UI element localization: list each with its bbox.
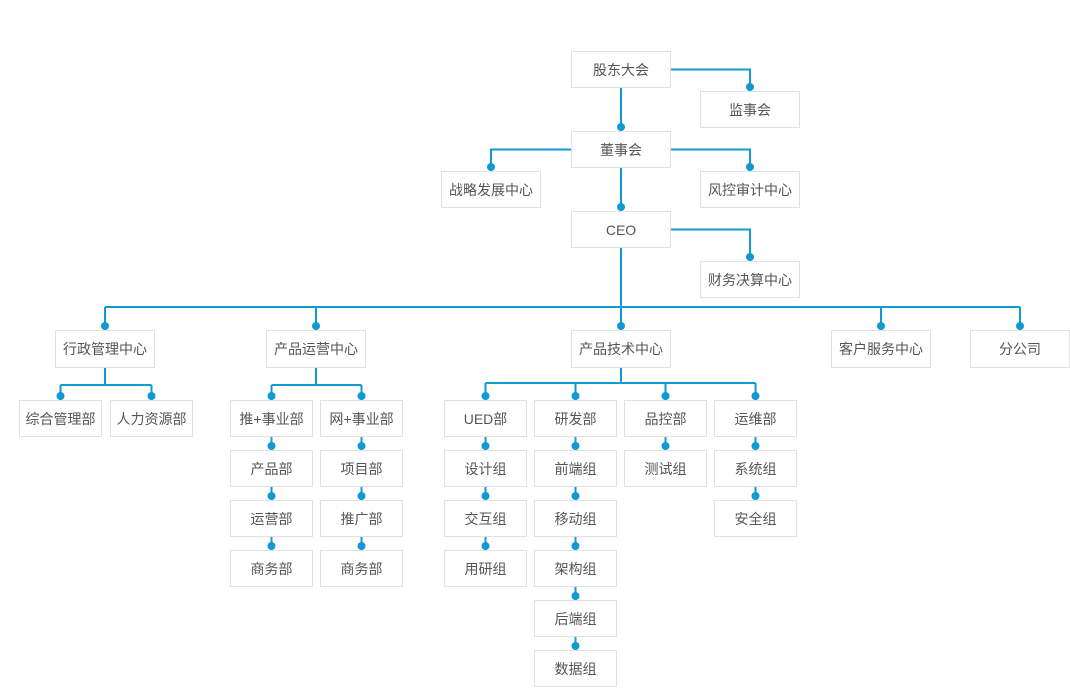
- connector-dot-xingzheng: [101, 322, 109, 330]
- org-node-ued[interactable]: UED部: [444, 400, 527, 437]
- connector-dot-yunwei: [751, 392, 760, 400]
- connector-dot-qianduanzu: [571, 442, 580, 450]
- org-node-jianshihui[interactable]: 监事会: [700, 91, 800, 128]
- connector-dot-xiangmubu: [357, 442, 366, 450]
- org-node-dongshihui[interactable]: 董事会: [571, 131, 671, 168]
- connector-dot-chanpinyunying: [312, 322, 320, 330]
- org-node-chanpinjishu[interactable]: 产品技术中心: [571, 330, 671, 368]
- org-node-shujuzu[interactable]: 数据组: [534, 650, 617, 687]
- org-node-gudong[interactable]: 股东大会: [571, 51, 671, 88]
- connector-dot-yidongzu: [571, 492, 580, 500]
- org-node-anquanzu[interactable]: 安全组: [714, 500, 797, 537]
- org-node-chanpinbu[interactable]: 产品部: [230, 450, 313, 487]
- connector-dot-shejizu: [481, 442, 490, 450]
- connector-dongshihui-zhanlve: [490, 148, 571, 171]
- org-node-yongyanzu[interactable]: 用研组: [444, 550, 527, 587]
- connector-dot-jiagouzu: [571, 542, 580, 550]
- connector-dot-shangwubu2: [357, 542, 366, 550]
- connector-dot-kehufuwu: [877, 322, 885, 330]
- org-node-kehufuwu[interactable]: 客户服务中心: [831, 330, 931, 368]
- org-node-renli[interactable]: 人力资源部: [110, 400, 193, 437]
- connector-dot-tuiguangbu: [357, 492, 366, 500]
- org-node-qianduanzu[interactable]: 前端组: [534, 450, 617, 487]
- connector-dot-shangwubu1: [267, 542, 276, 550]
- connector-dot-zhanlve: [487, 163, 495, 171]
- org-node-yanfa[interactable]: 研发部: [534, 400, 617, 437]
- org-node-caiwu[interactable]: 财务决算中心: [700, 261, 800, 298]
- org-node-shejizu[interactable]: 设计组: [444, 450, 527, 487]
- connector-dot-ued: [481, 392, 490, 400]
- connector-dot-shujuzu: [571, 642, 580, 650]
- connector-dot-ceo: [617, 203, 625, 211]
- org-node-yunwei[interactable]: 运维部: [714, 400, 797, 437]
- org-node-pinkong[interactable]: 品控部: [624, 400, 707, 437]
- org-node-xitongzu[interactable]: 系统组: [714, 450, 797, 487]
- connector-dot-yongyanzu: [481, 542, 490, 550]
- connector-dot-houduanzu: [571, 592, 580, 600]
- connector-dot-pinkong: [661, 392, 670, 400]
- org-node-shangwubu1[interactable]: 商务部: [230, 550, 313, 587]
- connector-dot-anquanzu: [751, 492, 760, 500]
- org-node-wang[interactable]: 网+事业部: [320, 400, 403, 437]
- connector-dot-jianshihui: [746, 83, 754, 91]
- org-node-shangwubu2[interactable]: 商务部: [320, 550, 403, 587]
- org-node-ceshizu[interactable]: 测试组: [624, 450, 707, 487]
- org-node-fengkong[interactable]: 风控审计中心: [700, 171, 800, 208]
- org-node-xiangmubu[interactable]: 项目部: [320, 450, 403, 487]
- connector-dot-ceshizu: [661, 442, 670, 450]
- org-node-zonghe[interactable]: 综合管理部: [19, 400, 102, 437]
- connector-dot-tui: [267, 392, 276, 400]
- org-node-tuiguangbu[interactable]: 推广部: [320, 500, 403, 537]
- connector-dot-yanfa: [571, 392, 580, 400]
- org-node-tui[interactable]: 推+事业部: [230, 400, 313, 437]
- connector-dot-caiwu: [746, 253, 754, 261]
- connector-gudong-jianshihui: [671, 68, 751, 91]
- org-node-xingzheng[interactable]: 行政管理中心: [55, 330, 155, 368]
- connector-dot-chanpinbu: [267, 442, 276, 450]
- org-node-yidongzu[interactable]: 移动组: [534, 500, 617, 537]
- connector-dot-wang: [357, 392, 366, 400]
- connector-dot-zonghe: [56, 392, 65, 400]
- connector-dot-xitongzu: [751, 442, 760, 450]
- connector-dot-renli: [147, 392, 156, 400]
- org-node-fengongsi[interactable]: 分公司: [970, 330, 1070, 368]
- org-node-chanpinyunying[interactable]: 产品运营中心: [266, 330, 366, 368]
- org-node-jiagouzu[interactable]: 架构组: [534, 550, 617, 587]
- org-node-yunyingbu[interactable]: 运营部: [230, 500, 313, 537]
- org-node-zhanlve[interactable]: 战略发展中心: [441, 171, 541, 208]
- connector-dot-yunyingbu: [267, 492, 276, 500]
- org-node-houduanzu[interactable]: 后端组: [534, 600, 617, 637]
- connector-dot-dongshihui: [617, 123, 625, 131]
- org-node-ceo[interactable]: CEO: [571, 211, 671, 248]
- connector-dot-fengongsi: [1016, 322, 1024, 330]
- connector-ceo-caiwu: [671, 228, 751, 261]
- connector-dot-jiaohuzu: [481, 492, 490, 500]
- connector-dot-chanpinjishu: [617, 322, 625, 330]
- connector-dongshihui-fengkong: [671, 148, 751, 171]
- org-node-jiaohuzu[interactable]: 交互组: [444, 500, 527, 537]
- connector-dot-fengkong: [746, 163, 754, 171]
